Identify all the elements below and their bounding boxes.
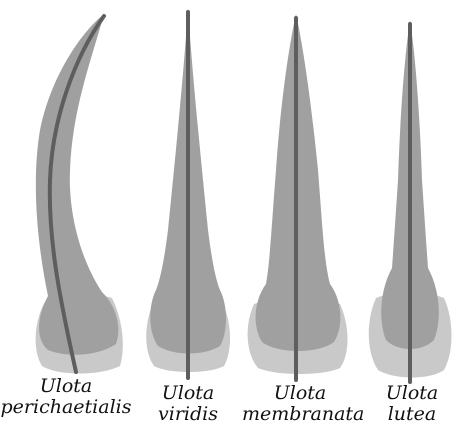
- caption-ulota-lutea: Ulota lutea: [372, 383, 452, 425]
- caption-species: viridis: [148, 404, 228, 425]
- caption-species: membranata: [242, 404, 358, 425]
- caption-genus: Ulota: [242, 383, 358, 404]
- caption-ulota-perichaetialis: Ulota perichaetialis: [0, 376, 132, 418]
- caption-genus: Ulota: [0, 376, 132, 397]
- leaf-ulota-lutea: [369, 20, 452, 382]
- caption-species: lutea: [372, 404, 452, 425]
- caption-species: perichaetialis: [0, 397, 132, 418]
- caption-ulota-membranata: Ulota membranata: [242, 383, 358, 425]
- caption-genus: Ulota: [148, 383, 228, 404]
- caption-ulota-viridis: Ulota viridis: [148, 383, 228, 425]
- leaf-ulota-viridis: [146, 8, 230, 378]
- leaf-ulota-membranata: [248, 14, 348, 380]
- caption-genus: Ulota: [372, 383, 452, 404]
- leaf-ulota-perichaetialis: [36, 14, 123, 374]
